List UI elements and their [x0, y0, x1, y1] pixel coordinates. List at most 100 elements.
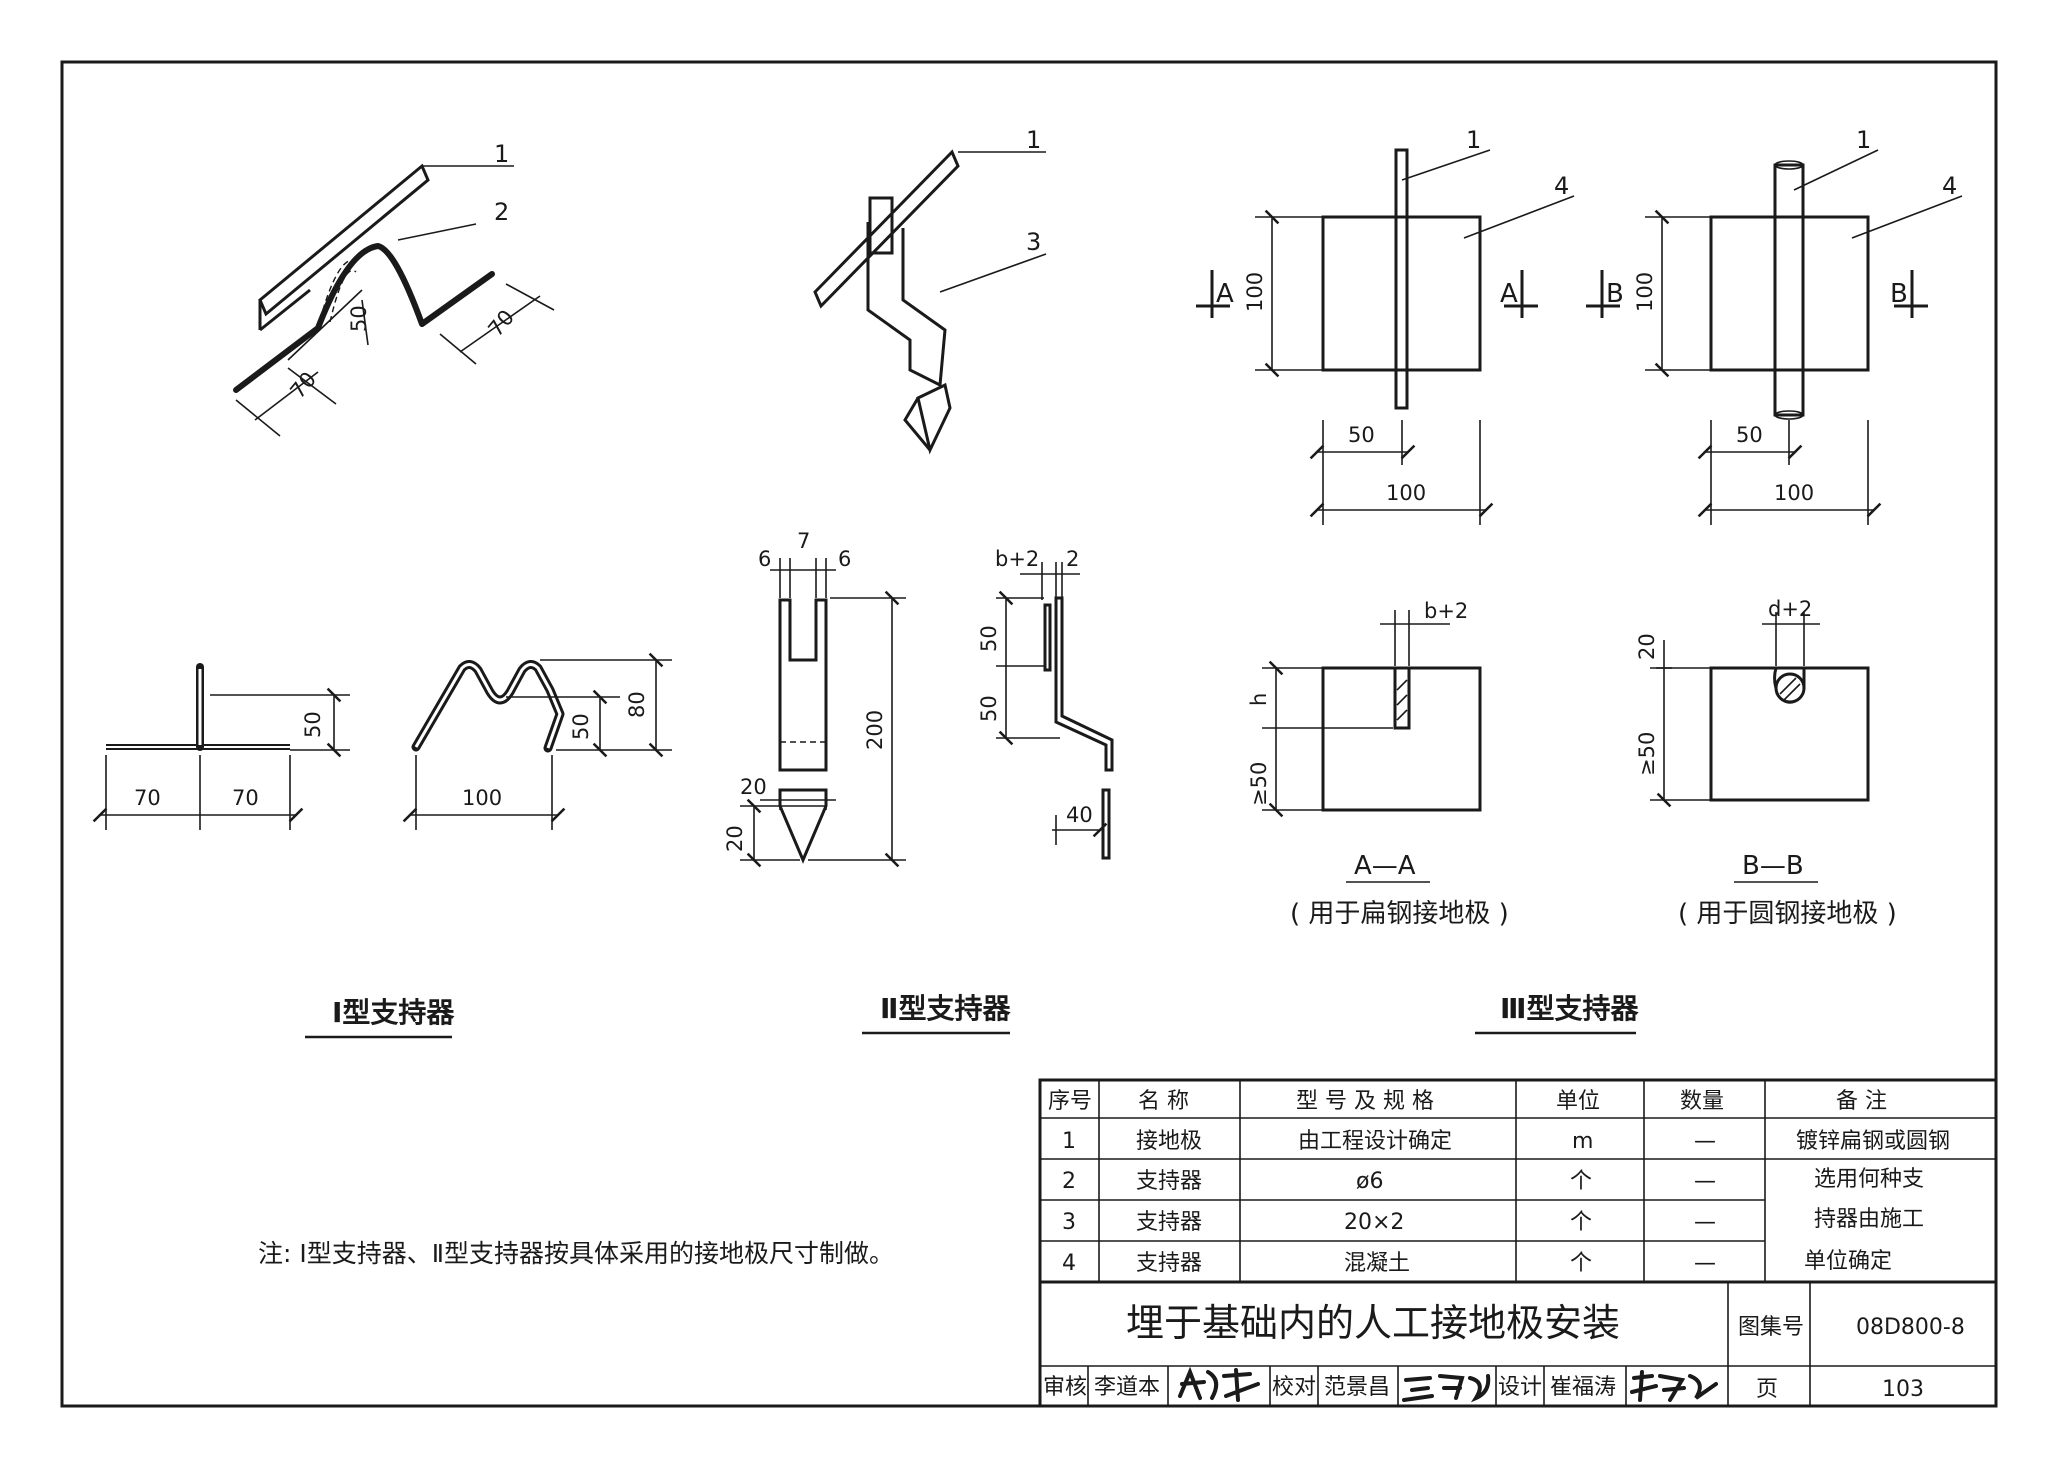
- title-block: 埋于基础内的人工接地极安装 图集号 08D800-8 页 103 审核 李道本 …: [1038, 1280, 1998, 1408]
- type1-iso-dim-50: 50: [347, 305, 371, 332]
- bom-row4-unit: 个: [1570, 1251, 1592, 1276]
- type3-view-b-round: 1 4 100 B B 50 100: [1586, 126, 1963, 525]
- table-row: 3 支持器 20×2 个 — 持器由施工: [1062, 1207, 1924, 1235]
- sheet-border: [60, 60, 1998, 1408]
- type3b-dim-100v: 100: [1633, 272, 1657, 312]
- bom-row3-no: 3: [1062, 1210, 1076, 1235]
- type3a-mark-right: A: [1500, 279, 1518, 309]
- type3-sec-a-note: ( 用于扁钢接地极 ): [1290, 899, 1509, 929]
- type3-sec-b-dim-d2: d+2: [1768, 597, 1812, 621]
- type3b-mark-left: B: [1606, 279, 1624, 309]
- type3-section-a: b+2 h ≥50 A—A ( 用于扁钢接地极 ): [1247, 599, 1509, 929]
- type2-front-dim-7: 7: [797, 529, 810, 553]
- page-label: 页: [1756, 1377, 1778, 1402]
- type3b-dim-100h: 100: [1774, 481, 1814, 505]
- type3a-dim-100v: 100: [1243, 272, 1267, 312]
- table-row: 4 支持器 混凝土 个 — 单位确定: [1062, 1249, 1892, 1276]
- bom-table: 序号 名 称 型 号 及 规 格 单位 数量 备 注 1 接地极 由工程设计确定…: [1038, 1078, 1998, 1284]
- bom-row1-name: 接地极: [1136, 1129, 1202, 1154]
- type3b-callout-1: 1: [1856, 126, 1871, 154]
- type1-iso-dim-70b: 70: [483, 305, 519, 341]
- review-label: 审核: [1043, 1375, 1087, 1400]
- reviewer-name: 李道本: [1094, 1375, 1160, 1400]
- bom-header-spec: 型 号 及 规 格: [1296, 1089, 1434, 1114]
- type1-callout-2: 2: [494, 198, 509, 226]
- type1-iso-dim-70a: 70: [285, 367, 321, 403]
- checker-name: 范景昌: [1324, 1375, 1390, 1400]
- type3a-callout-1: 1: [1466, 126, 1481, 154]
- type3-view-a-flat: 1 4 100 A A 50 100: [1196, 126, 1575, 525]
- bom-row2-qty: —: [1694, 1169, 1716, 1194]
- type3a-dim-50: 50: [1348, 423, 1375, 447]
- type2-side-dim-50a: 50: [977, 625, 1001, 652]
- type1-elev2-dim-80: 80: [625, 691, 649, 718]
- bom-row2-spec: ø6: [1356, 1169, 1383, 1194]
- bom-row1-no: 1: [1062, 1129, 1076, 1154]
- type2-side-dim-b2: b+2: [995, 547, 1039, 571]
- bom-row1-remark: 镀锌扁钢或圆钢: [1796, 1129, 1950, 1154]
- bom-row2-name: 支持器: [1136, 1169, 1202, 1194]
- type2-front-dim-20h: 20: [740, 775, 767, 799]
- type2-isometric-view: 1 3: [813, 126, 1047, 455]
- type3-sec-b-dim-20: 20: [1635, 633, 1659, 660]
- page-number: 103: [1882, 1377, 1924, 1402]
- bom-row1-qty: —: [1694, 1129, 1716, 1154]
- atlas-number: 08D800-8: [1856, 1315, 1965, 1340]
- type2-support-group: 1 3 6 7 6 200 20: [723, 126, 1114, 1035]
- bom-row1-spec: 由工程设计确定: [1298, 1129, 1452, 1154]
- bom-header-remark: 备 注: [1836, 1089, 1887, 1114]
- type3b-dim-50: 50: [1736, 423, 1763, 447]
- type1-isometric-view: 1 2 50 70 70: [233, 140, 555, 437]
- bom-header-no: 序号: [1048, 1089, 1092, 1114]
- drawing-title: 埋于基础内的人工接地极安装: [1126, 1301, 1620, 1345]
- type3a-mark-left: A: [1216, 279, 1234, 309]
- type1-title: Ⅰ型支持器: [332, 996, 455, 1029]
- type3-support-group: 1 4 100 A A 50 100: [1196, 126, 1963, 1035]
- type2-front-dim-20v: 20: [723, 825, 747, 852]
- type3a-dim-100h: 100: [1386, 481, 1426, 505]
- type3-sec-b-dim-50: ≥50: [1635, 732, 1659, 776]
- designer-name: 崔福涛: [1550, 1375, 1616, 1400]
- type1-callout-1: 1: [494, 140, 509, 168]
- type2-front-dim-6a: 6: [758, 547, 771, 571]
- type3-section-b: d+2 20 ≥50 B—B ( 用于圆钢接地极 ): [1635, 597, 1897, 929]
- type2-callout-1: 1: [1026, 126, 1041, 154]
- atlas-label: 图集号: [1738, 1315, 1804, 1340]
- table-row: 2 支持器 ø6 个 — 选用何种支: [1062, 1167, 1924, 1194]
- bom-row2-no: 2: [1062, 1169, 1076, 1194]
- type2-title: Ⅱ型支持器: [880, 992, 1011, 1025]
- type2-side-dim-50b: 50: [977, 695, 1001, 722]
- bom-header-unit: 单位: [1556, 1089, 1600, 1114]
- bom-row2-remark: 选用何种支: [1814, 1167, 1924, 1192]
- type3-sec-a-dim-50: ≥50: [1247, 762, 1271, 806]
- type3b-callout-4: 4: [1942, 172, 1957, 200]
- bom-row1-unit: m: [1572, 1129, 1593, 1154]
- reviewer-signature: [1178, 1366, 1260, 1402]
- type1-elevation-m: 50 80 100: [402, 652, 672, 830]
- designer-signature: [1630, 1370, 1718, 1402]
- table-row: 1 接地极 由工程设计确定 m — 镀锌扁钢或圆钢: [1062, 1129, 1950, 1154]
- bom-row3-remark: 持器由施工: [1814, 1207, 1924, 1232]
- type1-support-group: 1 2 50 70 70 50: [92, 140, 672, 1039]
- type2-callout-3: 3: [1026, 228, 1041, 256]
- bom-row3-unit: 个: [1570, 1210, 1592, 1235]
- bom-row4-remark: 单位确定: [1804, 1249, 1892, 1274]
- type3-sec-a-dim-h: h: [1247, 693, 1271, 706]
- checker-signature: [1402, 1374, 1491, 1403]
- bom-row4-name: 支持器: [1136, 1251, 1202, 1276]
- type2-side-dim-2: 2: [1066, 547, 1079, 571]
- type2-side-view: b+2 2 50 50 40: [977, 547, 1114, 860]
- bom-row2-unit: 个: [1570, 1169, 1592, 1194]
- general-note: 注: Ⅰ型支持器、Ⅱ型支持器按具体采用的接地极尺寸制做。: [258, 1239, 894, 1268]
- check-label: 校对: [1272, 1375, 1316, 1400]
- type3-sec-b-title: B—B: [1742, 851, 1804, 881]
- type1-elev2-dim-50: 50: [569, 713, 593, 740]
- bom-header-qty: 数量: [1680, 1089, 1724, 1114]
- type3-title: Ⅲ型支持器: [1500, 992, 1639, 1025]
- type1-elevation-t: 50 70 70: [92, 663, 350, 830]
- type3-sec-b-note: ( 用于圆钢接地极 ): [1678, 899, 1897, 929]
- type2-front-dim-200: 200: [863, 710, 887, 750]
- bom-row4-qty: —: [1694, 1251, 1716, 1276]
- type3-sec-a-dim-b2: b+2: [1424, 599, 1468, 623]
